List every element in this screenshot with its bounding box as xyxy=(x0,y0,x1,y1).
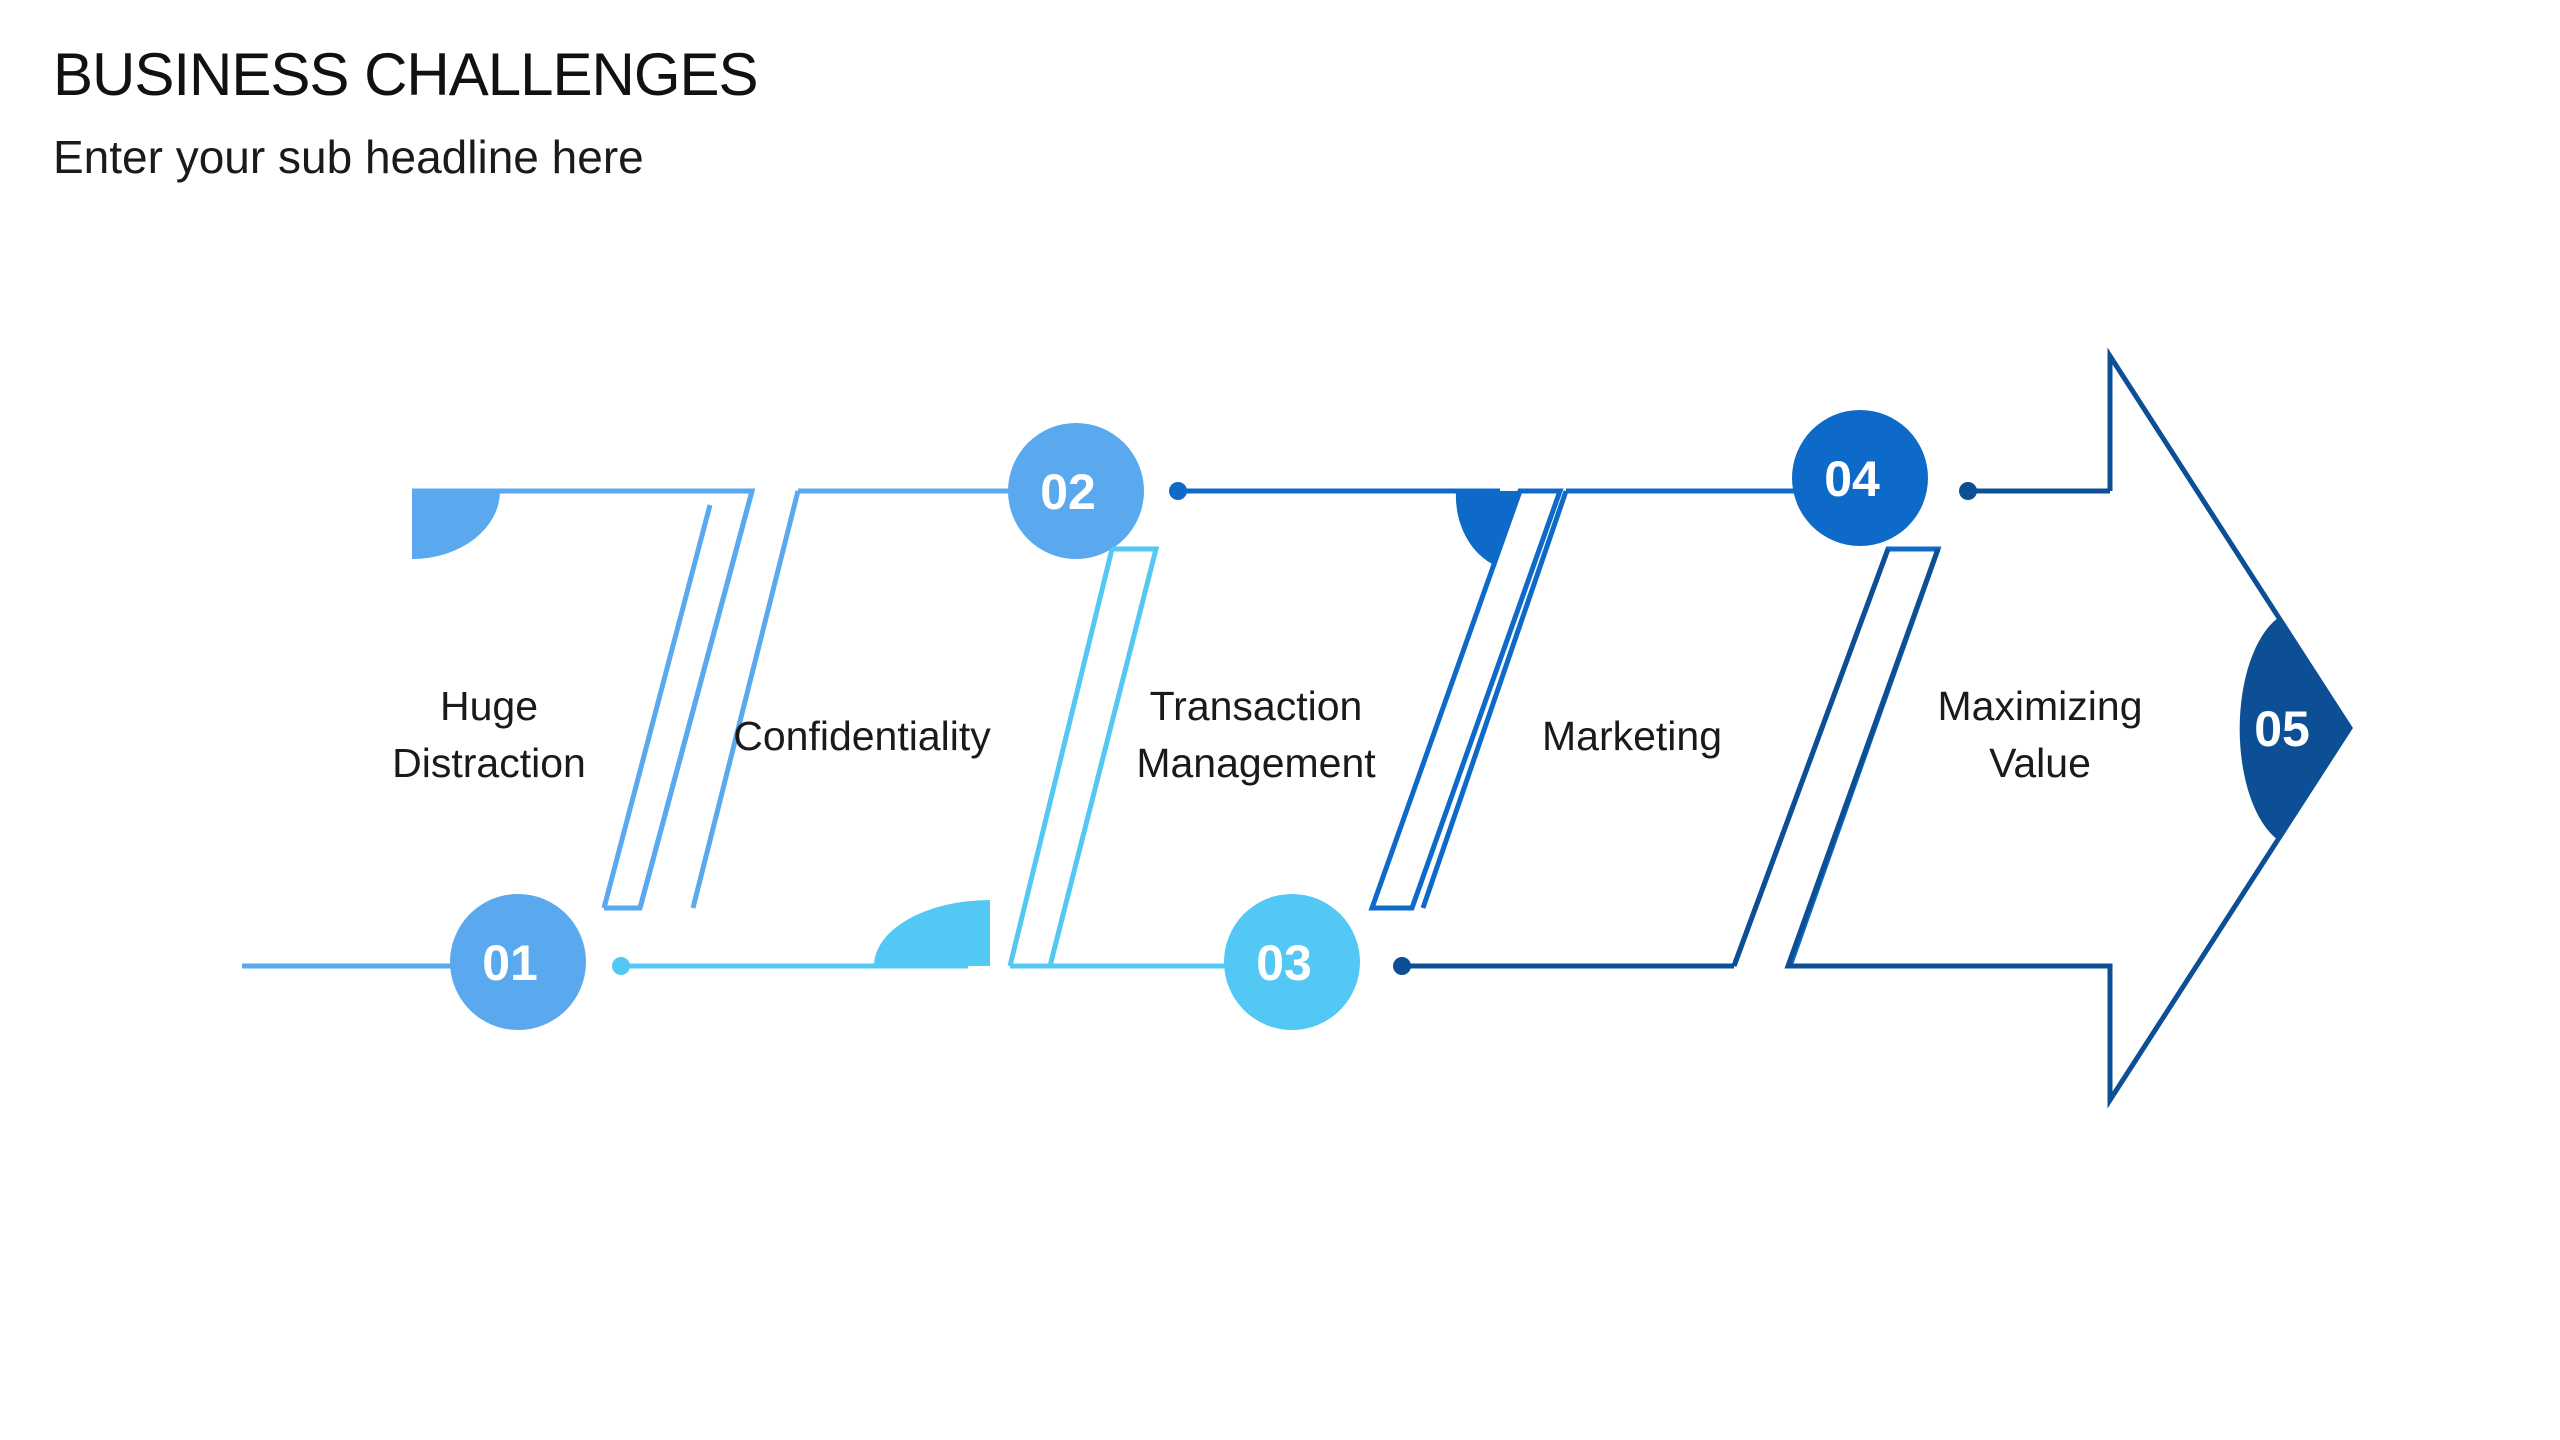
step-3-connector-strip xyxy=(1368,488,1564,911)
step-5-number: 05 xyxy=(2254,701,2310,757)
step-1: 01 Huge Distraction xyxy=(242,488,968,1030)
step-2-number: 02 xyxy=(1040,464,1096,520)
step-5-arrow-outline xyxy=(1784,347,2353,1109)
step-4-number: 04 xyxy=(1824,451,1880,507)
step-2-right-edge xyxy=(1007,548,1115,967)
step-4: 04 Marketing xyxy=(1393,410,1942,975)
step-3: 03 Transaction Management xyxy=(1050,482,1564,1030)
step-1-number-circle xyxy=(450,894,586,1030)
step-5-connector-dot xyxy=(1959,482,1977,500)
step-2-label: Confidentiality xyxy=(733,713,991,759)
step-4-label: Marketing xyxy=(1542,713,1722,759)
step-3-number-circle xyxy=(1224,894,1360,1030)
step-4-connector-dot xyxy=(1393,957,1411,975)
step-2-quarter-accent xyxy=(874,900,990,966)
step-2-connector-strip xyxy=(1010,546,1160,969)
step-3-connector-dot xyxy=(1169,482,1187,500)
step-5-label-line1: Maximizing xyxy=(1937,683,2142,729)
step-2-left-edge xyxy=(690,490,801,909)
step-3-label-line2: Management xyxy=(1136,740,1376,786)
step-1-connector-dot xyxy=(612,957,630,975)
step-3-quarter-accent xyxy=(1455,491,1520,566)
step-1-connector-strip xyxy=(601,490,755,911)
step-3-number: 03 xyxy=(1256,935,1312,991)
step-2-number-circle xyxy=(1008,423,1144,559)
page-subtitle: Enter your sub headline here xyxy=(53,131,644,183)
step-2: 02 Confidentiality xyxy=(690,423,1160,969)
step-1-number: 01 xyxy=(482,935,538,991)
step-1-quarter-accent xyxy=(412,491,500,559)
step-4-number-circle xyxy=(1792,410,1928,546)
step-1-label-line1: Huge xyxy=(440,683,538,729)
page-title: BUSINESS CHALLENGES xyxy=(53,41,759,108)
step-3-label-line1: Transaction xyxy=(1150,683,1363,729)
step-5: 05 Maximizing Value xyxy=(1784,347,2353,1109)
step-1-label-line2: Distraction xyxy=(392,740,586,786)
step-5-arrow-accent xyxy=(2239,618,2350,840)
step-4-right-edge xyxy=(1731,548,1891,967)
step-5-label-line2: Value xyxy=(1989,740,2091,786)
